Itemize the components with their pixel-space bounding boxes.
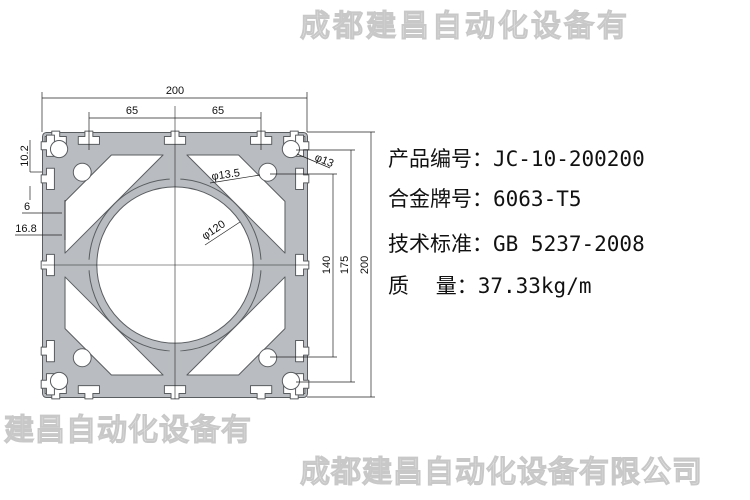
t-slot bbox=[78, 386, 99, 399]
watermark-text-2: 成都建昌自动化设备有限公司 bbox=[300, 455, 703, 490]
corner-hole bbox=[282, 372, 299, 389]
spec-alloy: 合金牌号：6063-T5 bbox=[388, 183, 582, 213]
screw-hole bbox=[73, 349, 91, 367]
spec-weight: 质 量：37.33kg/m bbox=[388, 270, 592, 300]
spec-product-code: 产品编号：JC-10-200200 bbox=[388, 143, 645, 173]
screw-hole bbox=[73, 163, 91, 181]
screw-hole bbox=[259, 349, 277, 367]
dim-overall-width: 200 bbox=[166, 85, 184, 97]
corner-hole bbox=[50, 140, 67, 157]
spec-value: 6063-T5 bbox=[493, 187, 582, 211]
dim-height-inner: 140 bbox=[321, 256, 333, 274]
spec-standard: 技术标准：GB 5237-2008 bbox=[388, 228, 645, 258]
dim-hole-inner: φ13.5 bbox=[211, 167, 241, 183]
dim-overall-height: 200 bbox=[359, 256, 371, 274]
t-slot bbox=[41, 168, 54, 189]
dim-slot-pitch-right: 65 bbox=[212, 105, 224, 117]
corner-hole bbox=[50, 372, 67, 389]
spec-label: 质 量： bbox=[388, 274, 478, 298]
t-slot bbox=[41, 341, 54, 362]
spec-value: 37.33kg/m bbox=[477, 274, 592, 298]
dim-hole-outer: φ13 bbox=[313, 152, 335, 170]
spec-label: 产品编号： bbox=[388, 147, 493, 171]
dimension-lines bbox=[15, 92, 375, 398]
spec-label: 合金牌号： bbox=[388, 187, 493, 211]
dimension-labels: 200 65 65 10.2 6 16.8 φ13 φ13.5 φ120 140… bbox=[15, 85, 371, 274]
dim-height-mid: 175 bbox=[339, 256, 351, 274]
spec-label: 技术标准： bbox=[388, 232, 493, 256]
watermark: 成都建昌自动化设备有 成都建昌自动化设备有限公司 建昌自动化设备有 bbox=[4, 9, 703, 491]
dim-slot-inner: 16.8 bbox=[15, 223, 36, 235]
corner-hole bbox=[282, 140, 299, 157]
screw-hole bbox=[259, 163, 277, 181]
t-slot bbox=[251, 386, 272, 399]
watermark-text-3: 建昌自动化设备有 bbox=[4, 413, 252, 448]
dim-slot-pitch-left: 65 bbox=[126, 105, 138, 117]
watermark-text-1: 成都建昌自动化设备有 bbox=[300, 9, 630, 44]
aluminum-profile bbox=[41, 106, 309, 399]
spec-value: GB 5237-2008 bbox=[493, 232, 645, 256]
t-slot bbox=[296, 168, 309, 189]
dim-slot-depth: 10.2 bbox=[19, 145, 31, 166]
dim-slot-width: 6 bbox=[24, 201, 30, 213]
t-slot bbox=[296, 341, 309, 362]
spec-value: JC-10-200200 bbox=[493, 147, 645, 171]
